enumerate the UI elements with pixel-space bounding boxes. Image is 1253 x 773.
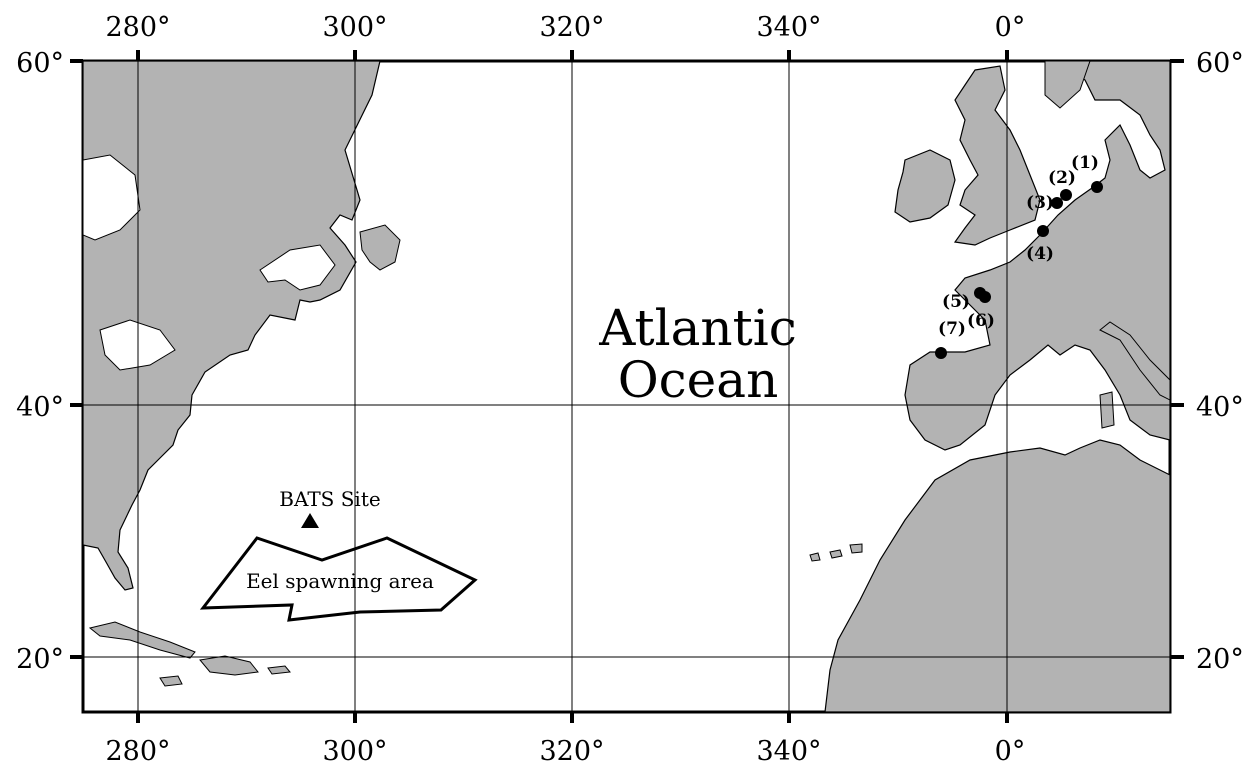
lon-label-top-300: 300° (322, 12, 387, 43)
puerto-rico-land (267, 665, 291, 675)
jamaica-land (159, 675, 183, 687)
ireland-land (894, 149, 956, 223)
site-marker-3 (1051, 197, 1063, 209)
lon-label-bottom-0: 0° (995, 736, 1026, 767)
eel-spawning-area (199, 536, 478, 622)
site-label-7: (7) (938, 319, 966, 339)
canary-islands (809, 543, 863, 562)
site-marker-2 (1060, 189, 1072, 201)
graticule (83, 61, 1170, 712)
cuba-land (88, 621, 196, 659)
bats-site-marker (301, 513, 319, 528)
site-marker-1 (1091, 181, 1103, 193)
italy-land (1099, 321, 1170, 401)
eel-spawning-area-label: Eel spawning area (246, 569, 434, 593)
lat-label-right-40: 40° (1196, 392, 1244, 423)
site-label-3: (3) (1026, 193, 1054, 213)
sardinia-land (1099, 391, 1115, 429)
lon-label-top-280: 280° (105, 12, 170, 43)
site-label-1: (1) (1071, 153, 1099, 173)
ocean-label-line2: Ocean (618, 351, 779, 409)
site-label-2: (2) (1048, 168, 1076, 188)
hudson-bay-water (83, 154, 141, 241)
lon-label-bottom-320: 320° (539, 736, 604, 767)
ocean-label-line1: Atlantic (598, 299, 796, 357)
bats-site-label: BATS Site (279, 487, 380, 511)
lon-label-top-320: 320° (539, 12, 604, 43)
site-label-5: (5) (942, 292, 970, 312)
lat-label-left-20: 20° (16, 644, 64, 675)
site-marker-6 (979, 291, 991, 303)
newfoundland-land (359, 224, 401, 271)
hispaniola-land (199, 655, 259, 676)
lon-label-top-340: 340° (756, 12, 821, 43)
site-marker-4 (1037, 225, 1049, 237)
site-label-4: (4) (1026, 244, 1054, 264)
lon-label-bottom-300: 300° (322, 736, 387, 767)
europe-africa-land (824, 61, 1170, 712)
site-label-6: (6) (967, 311, 995, 331)
lat-label-left-60: 60° (16, 48, 64, 79)
lon-label-bottom-280: 280° (105, 736, 170, 767)
lat-label-right-20: 20° (1196, 644, 1244, 675)
gulf-st-lawrence (259, 244, 336, 291)
norway-land (1044, 61, 1091, 109)
sampling-sites (935, 181, 1103, 359)
site-marker-7 (935, 347, 947, 359)
lon-label-top-0: 0° (995, 12, 1026, 43)
tick-marks (70, 50, 1184, 723)
lat-label-right-60: 60° (1196, 48, 1244, 79)
lon-label-bottom-340: 340° (756, 736, 821, 767)
lat-label-left-40: 40° (16, 392, 64, 423)
north-america-land (83, 61, 381, 591)
